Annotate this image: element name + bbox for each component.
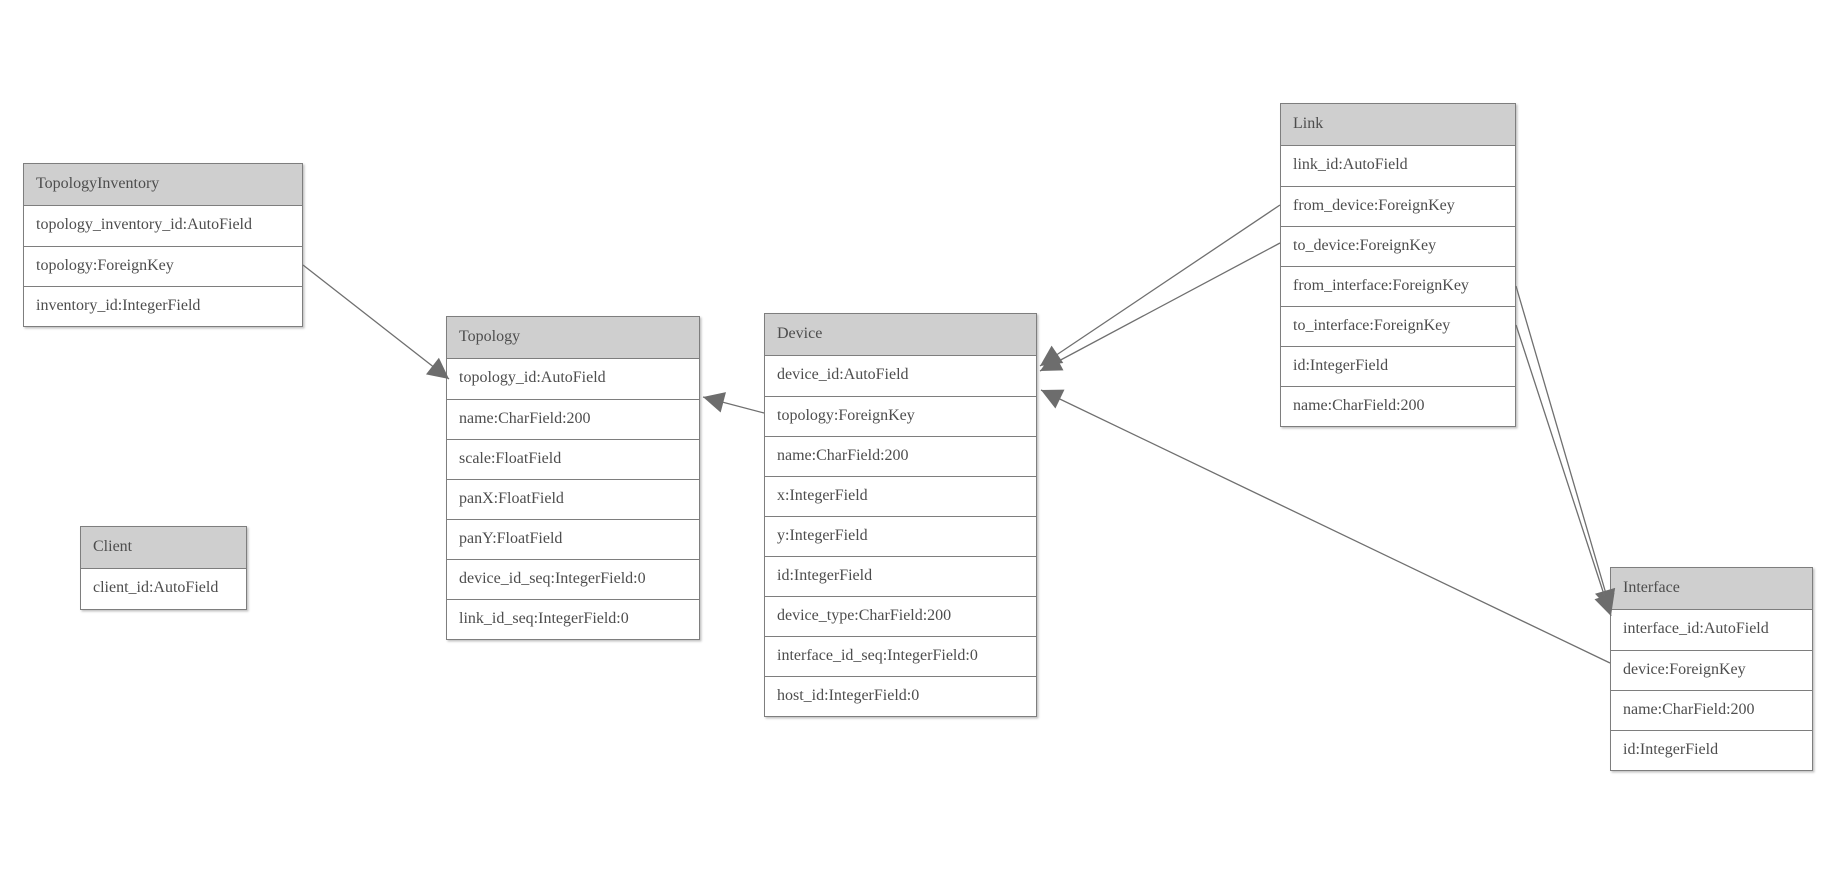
entity-table-title-interface: Interface bbox=[1611, 568, 1812, 610]
field-row: panY:FloatField bbox=[447, 519, 699, 559]
entity-table-title-topology: Topology bbox=[447, 317, 699, 359]
relation-topologyinventory-topology-to-topology bbox=[302, 264, 450, 380]
field-row: device_type:CharField:200 bbox=[765, 596, 1036, 636]
entity-table-title-topology-inventory: TopologyInventory bbox=[24, 164, 302, 206]
field-row: y:IntegerField bbox=[765, 516, 1036, 556]
field-row: name:CharField:200 bbox=[1281, 386, 1515, 426]
relation-link-from_interface-to-interface bbox=[1515, 285, 1616, 612]
field-row: topology_id:AutoField bbox=[447, 359, 699, 399]
field-row: to_interface:ForeignKey bbox=[1281, 306, 1515, 346]
field-row: scale:FloatField bbox=[447, 439, 699, 479]
field-row: device_id_seq:IntegerField:0 bbox=[447, 559, 699, 599]
relation-link-to_interface-to-interface bbox=[1515, 324, 1615, 617]
entity-table-title-client: Client bbox=[81, 527, 246, 569]
field-row: panX:FloatField bbox=[447, 479, 699, 519]
field-row: id:IntegerField bbox=[765, 556, 1036, 596]
field-row: topology:ForeignKey bbox=[765, 396, 1036, 436]
field-row: name:CharField:200 bbox=[447, 399, 699, 439]
field-row: id:IntegerField bbox=[1281, 346, 1515, 386]
field-row: link_id_seq:IntegerField:0 bbox=[447, 599, 699, 639]
field-row: host_id:IntegerField:0 bbox=[765, 676, 1036, 716]
relation-link-to_device-to-device bbox=[1039, 242, 1281, 372]
field-row: interface_id:AutoField bbox=[1611, 610, 1812, 650]
field-row: link_id:AutoField bbox=[1281, 146, 1515, 186]
field-row: topology:ForeignKey bbox=[24, 246, 302, 286]
field-row: name:CharField:200 bbox=[765, 436, 1036, 476]
field-row: x:IntegerField bbox=[765, 476, 1036, 516]
field-row: from_interface:ForeignKey bbox=[1281, 266, 1515, 306]
field-row: from_device:ForeignKey bbox=[1281, 186, 1515, 226]
field-row: id:IntegerField bbox=[1611, 730, 1812, 770]
entity-table-title-device: Device bbox=[765, 314, 1036, 356]
relation-link-from_device-to-device bbox=[1039, 204, 1281, 367]
relation-interface-device-to-device bbox=[1040, 389, 1611, 664]
field-row: device:ForeignKey bbox=[1611, 650, 1812, 690]
field-row: device_id:AutoField bbox=[765, 356, 1036, 396]
field-row: interface_id_seq:IntegerField:0 bbox=[765, 636, 1036, 676]
entity-table-title-link: Link bbox=[1281, 104, 1515, 146]
relation-device-topology-to-topology bbox=[702, 392, 765, 414]
field-row: client_id:AutoField bbox=[81, 569, 246, 609]
field-row: to_device:ForeignKey bbox=[1281, 226, 1515, 266]
field-row: inventory_id:IntegerField bbox=[24, 286, 302, 326]
field-row: name:CharField:200 bbox=[1611, 690, 1812, 730]
field-row: topology_inventory_id:AutoField bbox=[24, 206, 302, 246]
